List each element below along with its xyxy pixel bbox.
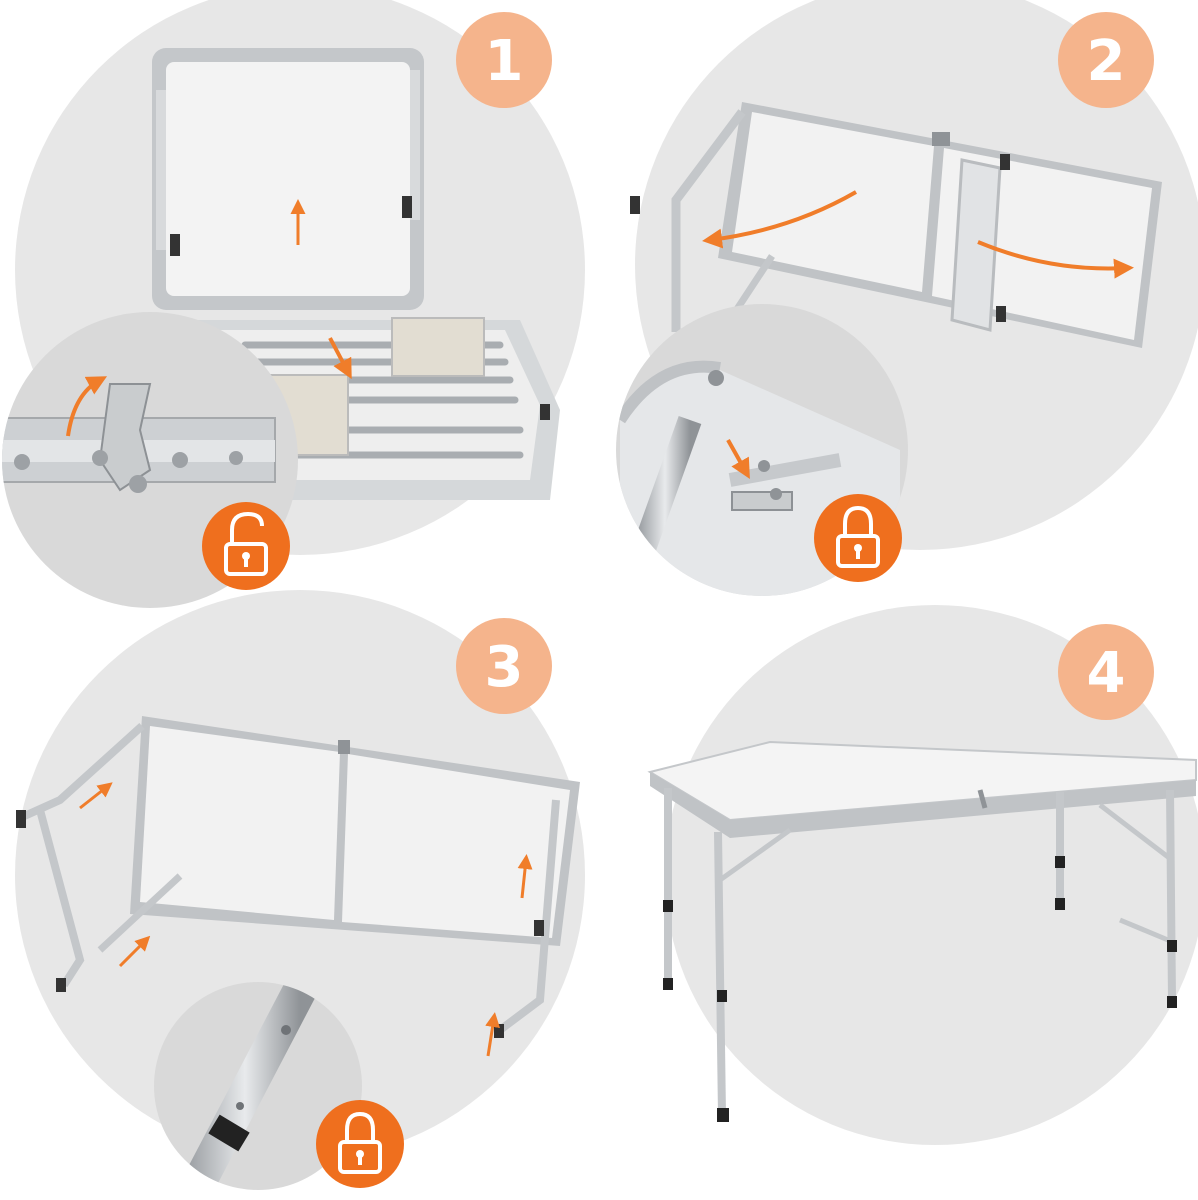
step-3-lock-badge [316, 1100, 404, 1188]
step-3-arrow-3 [517, 854, 533, 899]
step-1-unlock-badge [202, 502, 290, 590]
step-3-number-badge: 3 [456, 618, 552, 714]
step-3-arrow-1 [79, 782, 113, 810]
step-4-panel: 4 [647, 605, 1198, 1145]
step-1-latch-arrow [66, 376, 108, 437]
half-open-table [630, 102, 1162, 348]
step-3-arrow-2 [118, 935, 151, 968]
step-2-panel: 2 [616, 0, 1198, 596]
step-4-number-badge: 4 [1058, 624, 1154, 720]
step-2-brace-arrow [726, 439, 750, 479]
step-2-arrow-right [977, 240, 1134, 279]
step-3-number: 3 [485, 635, 524, 700]
step-3-leg-detail [154, 982, 362, 1190]
folded-table-case [152, 48, 560, 504]
upside-down-table [16, 716, 580, 1038]
step-1-arrow-down [328, 337, 352, 380]
step-1-number: 1 [485, 29, 524, 94]
step-4-background-circle [665, 605, 1198, 1145]
step-1-number-badge: 1 [456, 12, 552, 108]
step-3-arrow-4 [485, 1012, 501, 1057]
step-2-number-badge: 2 [1058, 12, 1154, 108]
step-1-panel: 1 [2, 0, 585, 608]
step-3-panel: 3 [15, 590, 585, 1190]
step-2-arrow-left [702, 190, 857, 249]
step-4-number: 4 [1087, 641, 1126, 706]
step-2-number: 2 [1087, 29, 1126, 94]
step-2-lock-badge [814, 494, 902, 582]
assembled-table [647, 740, 1197, 1122]
